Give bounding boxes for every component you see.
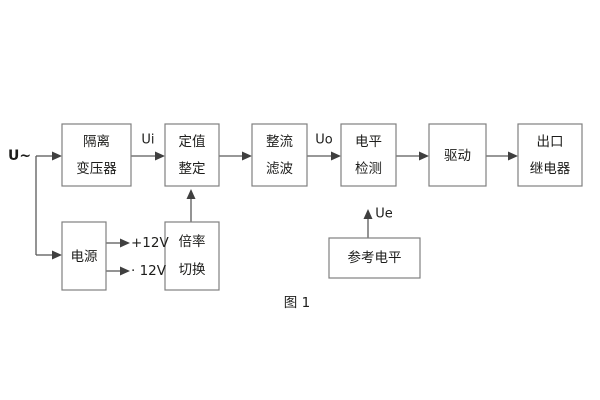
- block-rectify-filter-line1: 整流: [266, 134, 293, 150]
- block-reference-level[interactable]: 参考电平: [328, 237, 421, 279]
- connector-rail-positive: [106, 238, 130, 248]
- block-level-detect-line2: 检测: [355, 161, 382, 177]
- block-isolation-transformer[interactable]: 隔离 变压器: [61, 123, 132, 187]
- block-driver-rect[interactable]: [428, 123, 487, 187]
- connector-driver-to-relay: [486, 151, 518, 161]
- connector-input-split: [35, 151, 62, 260]
- block-level-detect[interactable]: 电平 检测: [340, 123, 397, 187]
- block-setpoint-adjust-line1: 定值: [179, 134, 206, 150]
- block-rectify-filter-rect[interactable]: [251, 123, 308, 187]
- block-setpoint-adjust-rect[interactable]: [164, 123, 220, 187]
- block-driver-line1: 驱动: [444, 148, 471, 164]
- block-output-relay-line1: 出口: [537, 134, 564, 150]
- block-driver[interactable]: 驱动: [428, 123, 487, 187]
- arrowhead-multiplier-to-setpoint: [186, 189, 196, 199]
- arrowhead-uo: [331, 151, 341, 161]
- arrowhead-ue: [363, 209, 373, 219]
- block-isolation-transformer-line2: 变压器: [76, 161, 117, 177]
- block-rectify-filter-line2: 滤波: [266, 161, 293, 177]
- figure-caption: 图 1: [284, 295, 310, 311]
- rail-label-negative: · 12V: [131, 263, 167, 279]
- block-isolation-transformer-line1: 隔离: [83, 133, 110, 150]
- block-reference-level-line1: 参考电平: [348, 249, 402, 266]
- block-rectify-filter[interactable]: 整流 滤波: [251, 123, 308, 187]
- block-multiplier-switch-line2: 切换: [179, 262, 206, 278]
- block-power-supply[interactable]: 电源: [61, 221, 107, 291]
- connector-level-to-driver: [396, 151, 429, 161]
- block-output-relay-line2: 继电器: [530, 161, 571, 177]
- arrowhead-setpoint-to-rectify: [242, 151, 252, 161]
- connector-ue: [363, 209, 373, 238]
- arrowhead-rail-positive: [120, 238, 130, 248]
- block-setpoint-adjust[interactable]: 定值 整定: [164, 123, 220, 187]
- arrowhead-ui: [155, 151, 165, 161]
- signal-label-ui: Ui: [141, 133, 154, 148]
- block-setpoint-adjust-line2: 整定: [179, 161, 206, 177]
- signal-label-uo: Uo: [315, 133, 333, 148]
- block-multiplier-switch-line1: 倍率: [179, 233, 206, 250]
- arrowhead-to-isolation-transformer: [52, 151, 62, 161]
- connector-ui: [131, 151, 165, 161]
- block-output-relay[interactable]: 出口 继电器: [517, 123, 583, 187]
- block-multiplier-switch[interactable]: 倍率 切换: [164, 221, 220, 291]
- block-power-supply-rect[interactable]: [61, 221, 107, 291]
- connector-multiplier-to-setpoint: [186, 189, 196, 222]
- arrowhead-level-to-driver: [419, 151, 429, 161]
- block-isolation-transformer-rect[interactable]: [61, 123, 132, 187]
- block-power-supply-line1: 电源: [71, 249, 98, 265]
- connector-setpoint-to-rectify: [219, 151, 252, 161]
- block-level-detect-rect[interactable]: [340, 123, 397, 187]
- block-reference-level-rect[interactable]: [328, 237, 421, 279]
- arrowhead-to-power-supply: [52, 250, 62, 260]
- connector-rail-negative: [106, 266, 130, 276]
- block-output-relay-rect[interactable]: [517, 123, 583, 187]
- signal-label-ue: Ue: [375, 207, 393, 222]
- rail-label-positive: +12V: [131, 235, 169, 251]
- block-level-detect-line1: 电平: [355, 134, 382, 150]
- arrowhead-driver-to-relay: [508, 151, 518, 161]
- connector-uo: [307, 151, 341, 161]
- block-multiplier-switch-rect[interactable]: [164, 221, 220, 291]
- input-source-label: U~: [8, 148, 31, 164]
- arrowhead-rail-negative: [120, 266, 130, 276]
